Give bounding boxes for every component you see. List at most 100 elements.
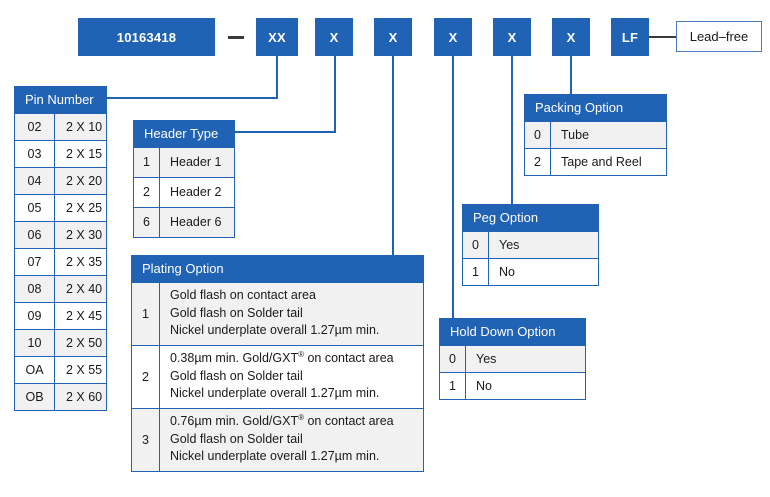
code-label-peg-option: X bbox=[507, 29, 517, 45]
cell-desc: Tube bbox=[561, 127, 590, 142]
table-header-plating-option: Plating Option bbox=[132, 256, 423, 282]
cell-desc: Header 1 bbox=[170, 155, 222, 170]
plating-line: Nickel underplate overall 1.27µm min. bbox=[170, 386, 380, 401]
table-row: 6 Header 6 bbox=[134, 206, 234, 237]
plating-line: Nickel underplate overall 1.27µm min. bbox=[170, 323, 380, 338]
cell-desc: 2 X 45 bbox=[66, 308, 103, 323]
connector-hold-down-option-vertical bbox=[452, 56, 454, 318]
connector-pin-number-vertical bbox=[276, 56, 278, 99]
cell-desc: No bbox=[476, 378, 492, 393]
table-row: 03 2 X 15 bbox=[15, 139, 106, 167]
cell-desc: 2 X 40 bbox=[66, 281, 103, 296]
code-label-plating-option: X bbox=[388, 29, 398, 45]
table-row: 06 2 X 30 bbox=[15, 220, 106, 248]
table-header-pin-number: Pin Number bbox=[15, 87, 106, 113]
cell-code: 0 bbox=[440, 345, 466, 372]
table-header-packing-option: Packing Option bbox=[525, 95, 666, 121]
plating-line: Gold flash on Solder tail bbox=[170, 305, 303, 320]
cell-desc: Gold flash on contact area Gold flash on… bbox=[160, 283, 423, 345]
table-header-peg-option: Peg Option bbox=[463, 205, 598, 231]
cell-code: 3 bbox=[132, 408, 160, 471]
lead-free-label: Lead–free bbox=[689, 29, 749, 44]
cell-code: 0 bbox=[463, 231, 489, 258]
table-pin-number: Pin Number 02 2 X 10 03 2 X 15 04 2 X 20… bbox=[14, 86, 107, 411]
table-row: 07 2 X 35 bbox=[15, 247, 106, 275]
table-peg-option: Peg Option 0 Yes 1 No bbox=[462, 204, 599, 286]
plating-line: Gold flash on Solder tail bbox=[170, 431, 303, 446]
cell-desc: 2 X 60 bbox=[66, 389, 103, 404]
table-row: 05 2 X 25 bbox=[15, 193, 106, 221]
table-row: 1 No bbox=[463, 257, 598, 285]
cell-code: 2 bbox=[132, 345, 160, 408]
cell-desc: 2 X 20 bbox=[66, 173, 103, 188]
cell-code: 03 bbox=[15, 140, 55, 167]
connector-plating-option-vertical bbox=[392, 56, 394, 256]
code-box-lead-free: LF bbox=[611, 18, 649, 56]
table-plating-option: Plating Option 1 Gold flash on contact a… bbox=[131, 255, 424, 472]
code-box-plating-option: X bbox=[374, 18, 412, 56]
plating-line: Gold flash on Solder tail bbox=[170, 368, 303, 383]
table-header-hold-down-option: Hold Down Option bbox=[440, 319, 585, 345]
dash-separator bbox=[228, 36, 244, 39]
table-hold-down-option: Hold Down Option 0 Yes 1 No bbox=[439, 318, 586, 400]
table-row: 2 Tape and Reel bbox=[525, 147, 666, 175]
cell-desc: Tape and Reel bbox=[561, 154, 642, 169]
table-row: 2 0.38µm min. Gold/GXT® on contact area … bbox=[132, 344, 423, 408]
cell-code: 02 bbox=[15, 113, 55, 140]
table-row: OB 2 X 60 bbox=[15, 382, 106, 410]
code-label-header-type: X bbox=[329, 29, 339, 45]
cell-desc: 0.38µm min. Gold/GXT® on contact area Go… bbox=[160, 346, 423, 408]
table-row: OA 2 X 55 bbox=[15, 355, 106, 383]
table-row: 10 2 X 50 bbox=[15, 328, 106, 356]
cell-code: 1 bbox=[134, 147, 160, 177]
table-row: 1 No bbox=[440, 371, 585, 399]
connector-header-type-horizontal bbox=[226, 131, 336, 133]
cell-desc: Header 6 bbox=[170, 215, 222, 230]
table-row: 3 0.76µm min. Gold/GXT® on contact area … bbox=[132, 407, 423, 471]
table-row: 09 2 X 45 bbox=[15, 301, 106, 329]
table-header-header-type: Header Type bbox=[134, 121, 234, 147]
table-row: 1 Header 1 bbox=[134, 146, 234, 177]
lead-free-callout: Lead–free bbox=[676, 21, 762, 52]
cell-desc: 2 X 25 bbox=[66, 200, 103, 215]
cell-desc: 2 X 50 bbox=[66, 335, 103, 350]
table-row: 0 Yes bbox=[463, 230, 598, 258]
cell-desc: Yes bbox=[476, 351, 497, 366]
table-row: 08 2 X 40 bbox=[15, 274, 106, 302]
cell-desc: 2 X 15 bbox=[66, 146, 103, 161]
table-row: 0 Yes bbox=[440, 344, 585, 372]
cell-code: 2 bbox=[525, 148, 551, 175]
table-row: 02 2 X 10 bbox=[15, 112, 106, 140]
table-row: 0 Tube bbox=[525, 120, 666, 148]
cell-code: OA bbox=[15, 356, 55, 383]
cell-desc: Header 2 bbox=[170, 185, 222, 200]
code-box-header-type: X bbox=[315, 18, 353, 56]
cell-desc: 2 X 55 bbox=[66, 362, 103, 377]
code-label-packing-option: X bbox=[566, 29, 576, 45]
cell-code: 0 bbox=[525, 121, 551, 148]
cell-code: 07 bbox=[15, 248, 55, 275]
base-part-number-box: 10163418 bbox=[78, 18, 215, 56]
cell-desc: 2 X 30 bbox=[66, 227, 103, 242]
cell-code: 1 bbox=[132, 282, 160, 345]
cell-code: 04 bbox=[15, 167, 55, 194]
table-row: 04 2 X 20 bbox=[15, 166, 106, 194]
code-box-hold-down-option: X bbox=[434, 18, 472, 56]
cell-desc: 2 X 10 bbox=[66, 119, 103, 134]
table-header-type: Header Type 1 Header 1 2 Header 2 6 Head… bbox=[133, 120, 235, 238]
connector-peg-option-vertical bbox=[511, 56, 513, 204]
plating-line: Nickel underplate overall 1.27µm min. bbox=[170, 449, 380, 464]
table-packing-option: Packing Option 0 Tube 2 Tape and Reel bbox=[524, 94, 667, 176]
cell-code: 05 bbox=[15, 194, 55, 221]
code-box-packing-option: X bbox=[552, 18, 590, 56]
cell-desc: Yes bbox=[499, 237, 520, 252]
cell-code: 08 bbox=[15, 275, 55, 302]
cell-code: 6 bbox=[134, 207, 160, 237]
connector-header-type-vertical bbox=[334, 56, 336, 133]
code-box-pin-number: XX bbox=[256, 18, 298, 56]
cell-code: OB bbox=[15, 383, 55, 410]
table-row: 1 Gold flash on contact area Gold flash … bbox=[132, 281, 423, 345]
code-label-hold-down-option: X bbox=[448, 29, 458, 45]
cell-code: 1 bbox=[463, 258, 489, 285]
connector-pin-number-horizontal bbox=[106, 97, 278, 99]
